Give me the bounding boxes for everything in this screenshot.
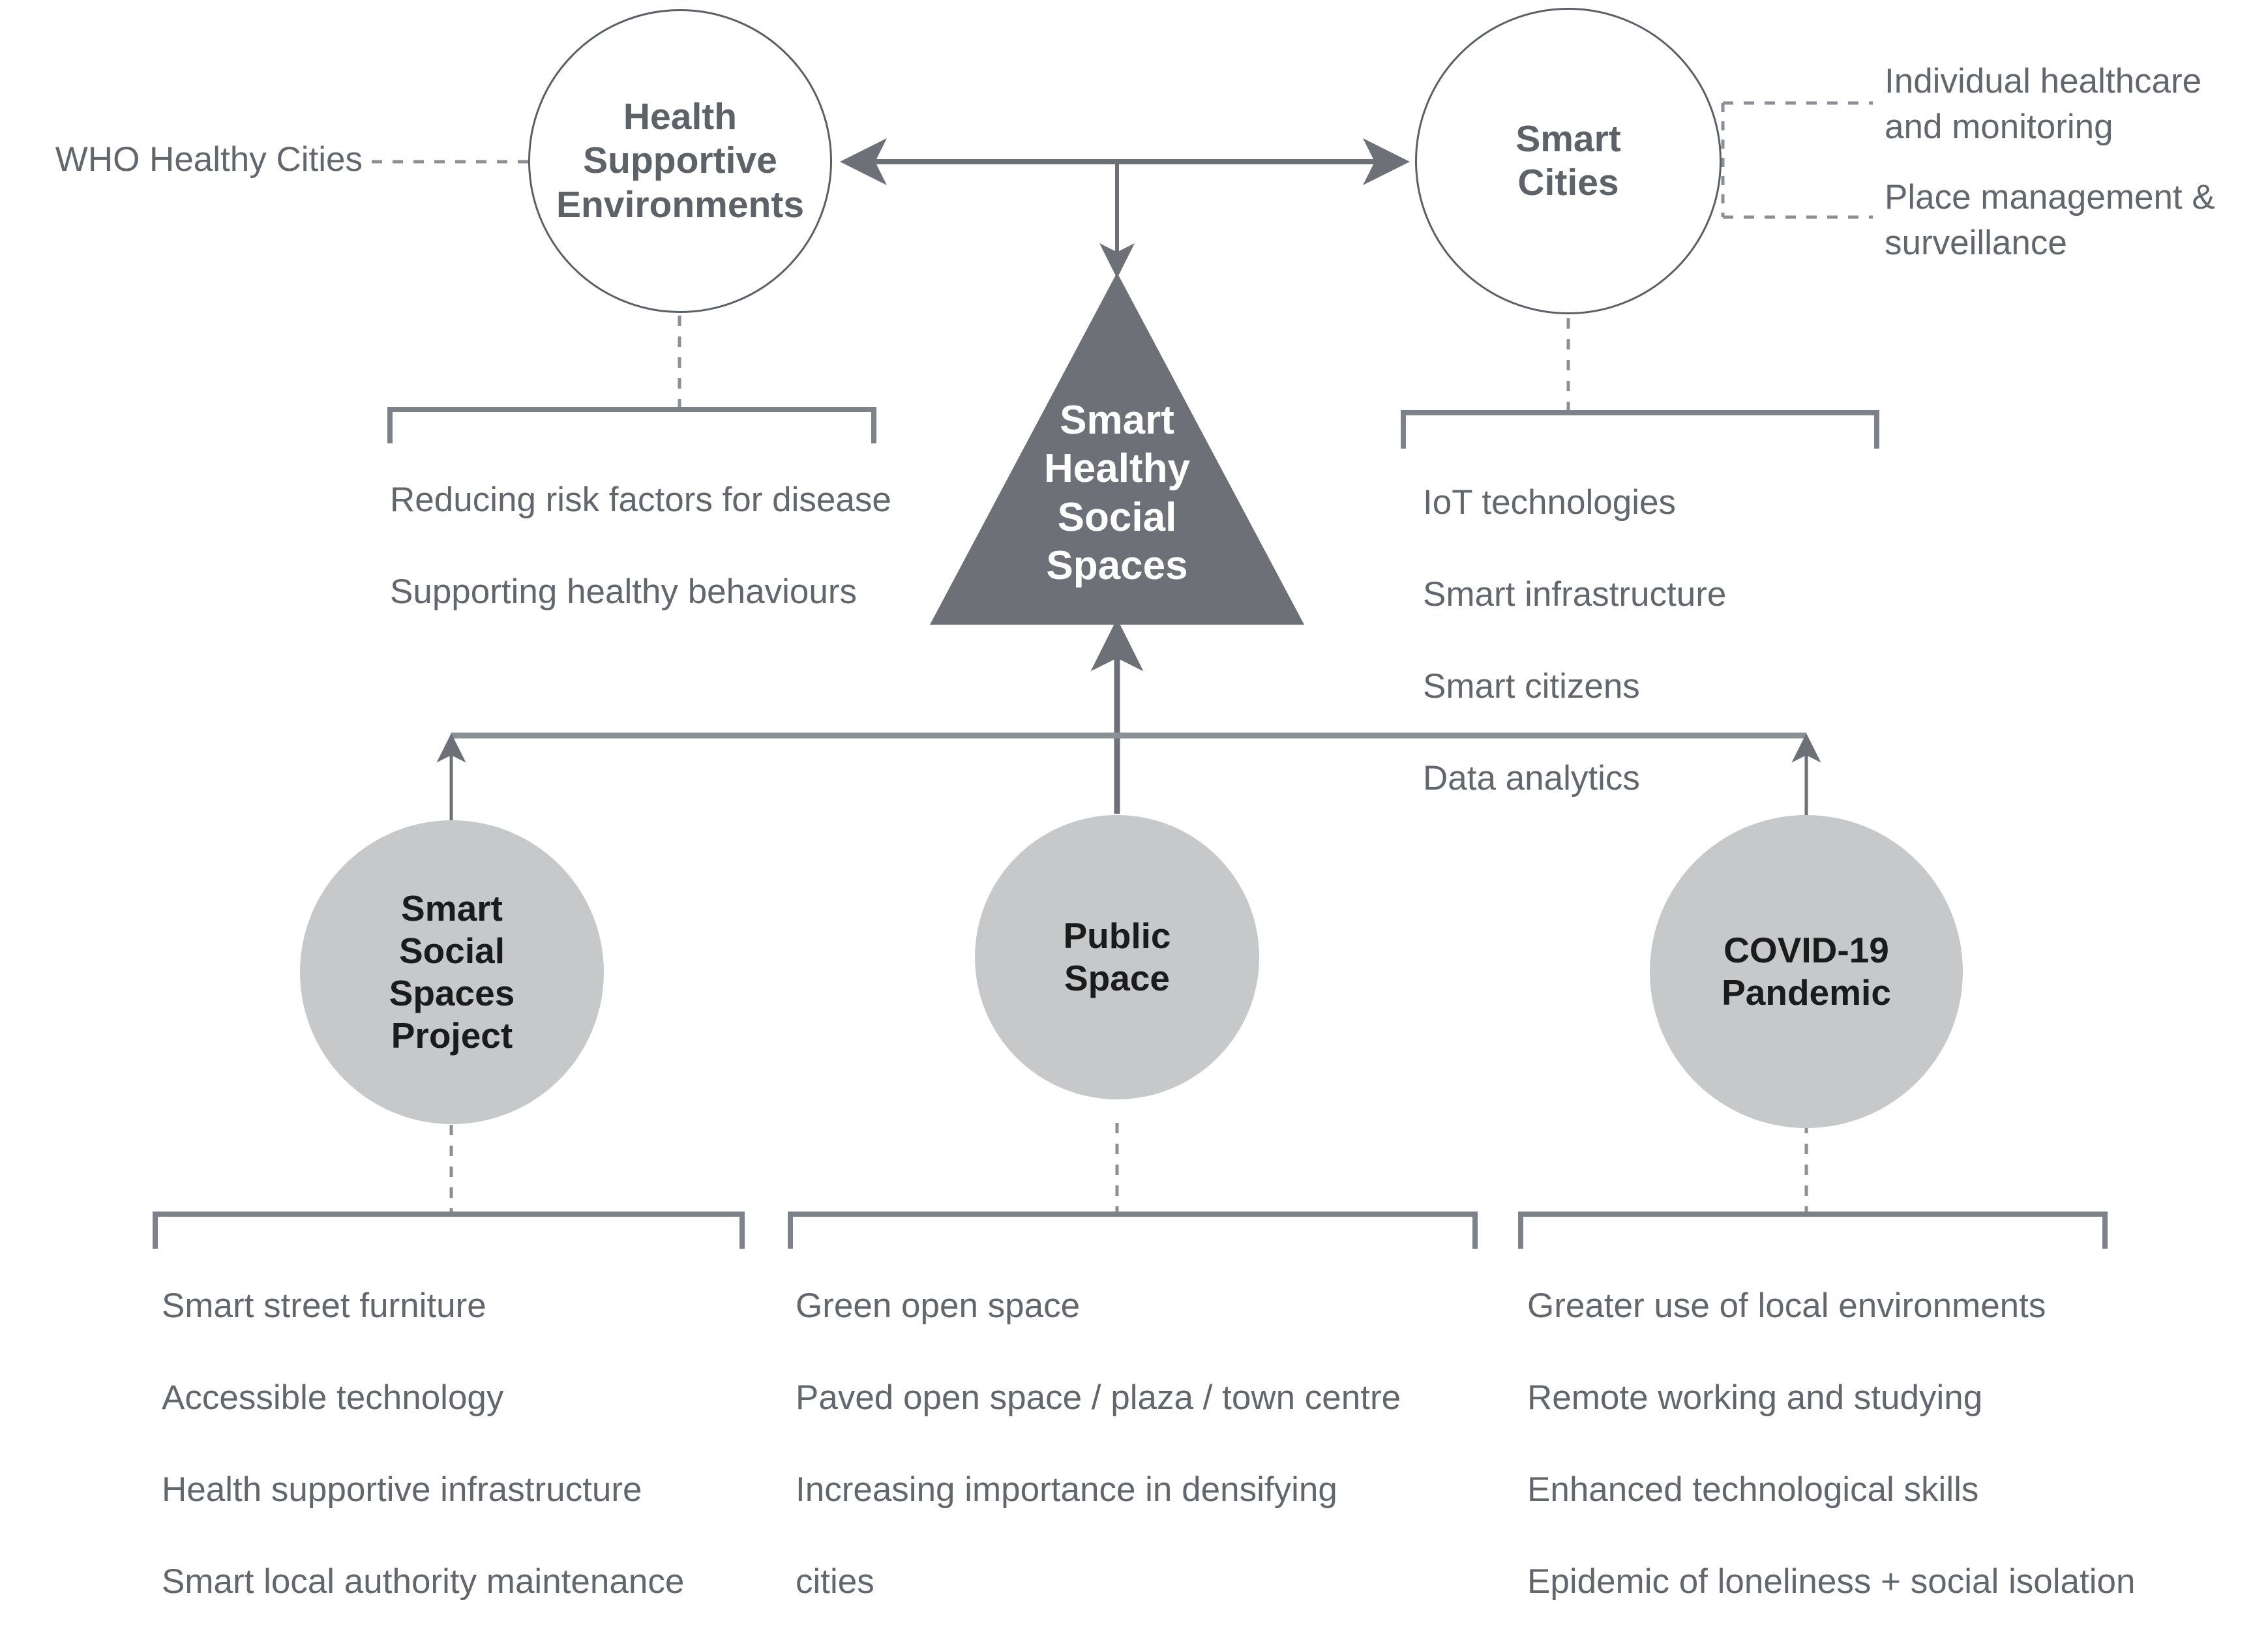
- list-item: Data analytics: [1423, 759, 1640, 798]
- node-smart-cities-label: Smart Cities: [1515, 117, 1621, 203]
- health-bracket: [387, 407, 876, 443]
- list-item: Green open space: [796, 1287, 1081, 1326]
- public-space-bracket: [788, 1212, 1478, 1249]
- center-triangle-layer: [930, 273, 1304, 625]
- list-item: Smart street furniture: [162, 1287, 486, 1326]
- list-item: Smart infrastructure: [1423, 575, 1727, 614]
- annotation-individual-healthcare: Individual healthcare and monitoring: [1885, 62, 2202, 147]
- list-item: Health supportive infrastructure: [162, 1470, 642, 1510]
- ssp-bracket: [153, 1212, 745, 1249]
- list-item: Greater use of local environments: [1527, 1287, 2046, 1326]
- node-covid-label: COVID-19 Pandemic: [1722, 930, 1891, 1013]
- smart-healthy-social-spaces-triangle[interactable]: [930, 273, 1304, 625]
- list-smart-cities: IoT technologies Smart infrastructure Sm…: [1423, 434, 1958, 848]
- node-smart-cities[interactable]: Smart Cities: [1415, 8, 1722, 314]
- list-item: Increasing importance in densifying: [796, 1470, 1337, 1510]
- node-health-supportive-environments[interactable]: Health Supportive Environments: [528, 9, 832, 313]
- list-item: Enhanced technological skills: [1527, 1470, 1979, 1510]
- list-covid-19-pandemic: Greater use of local environments Remote…: [1527, 1238, 2268, 1651]
- list-item: Epidemic of loneliness + social isolatio…: [1527, 1562, 2136, 1601]
- node-ssp-label: Smart Social Spaces Project: [389, 888, 515, 1056]
- list-item: cities: [796, 1562, 874, 1601]
- list-item: Remote working and studying: [1527, 1378, 1983, 1418]
- list-item: Paved open space / plaza / town centre: [796, 1378, 1401, 1418]
- list-public-space: Green open space Paved open space / plaz…: [796, 1238, 1506, 1651]
- list-item: Supporting healthy behaviours: [390, 573, 857, 612]
- connector-layer: [153, 101, 2108, 1249]
- covid-bracket: [1518, 1212, 2108, 1249]
- node-health-label: Health Supportive Environments: [556, 96, 805, 226]
- diagram-canvas: Smart Healthy Social Spaces Health Suppo…: [55, 8, 2215, 1601]
- list-item: Reducing risk factors for disease: [390, 481, 891, 520]
- list-health-supportive-environments: Reducing risk factors for disease Suppor…: [390, 432, 938, 661]
- smart-cities-bracket: [1401, 410, 1879, 449]
- node-public-space-label: Public Space: [1063, 915, 1171, 998]
- node-covid-19-pandemic[interactable]: COVID-19 Pandemic: [1650, 815, 1963, 1128]
- list-item: Smart citizens: [1423, 667, 1640, 706]
- annotation-place-management: Place management & surveillance: [1885, 178, 2215, 263]
- list-item: Accessible technology: [162, 1378, 504, 1418]
- list-item: Smart local authority maintenance: [162, 1562, 685, 1601]
- node-public-space[interactable]: Public Space: [975, 815, 1259, 1099]
- annotation-who-healthy-cities: WHO Healthy Cities: [55, 140, 363, 179]
- node-smart-social-spaces-project[interactable]: Smart Social Spaces Project: [300, 820, 604, 1124]
- list-item: IoT technologies: [1423, 483, 1676, 522]
- list-smart-social-spaces-project: Smart street furniture Accessible techno…: [162, 1238, 814, 1651]
